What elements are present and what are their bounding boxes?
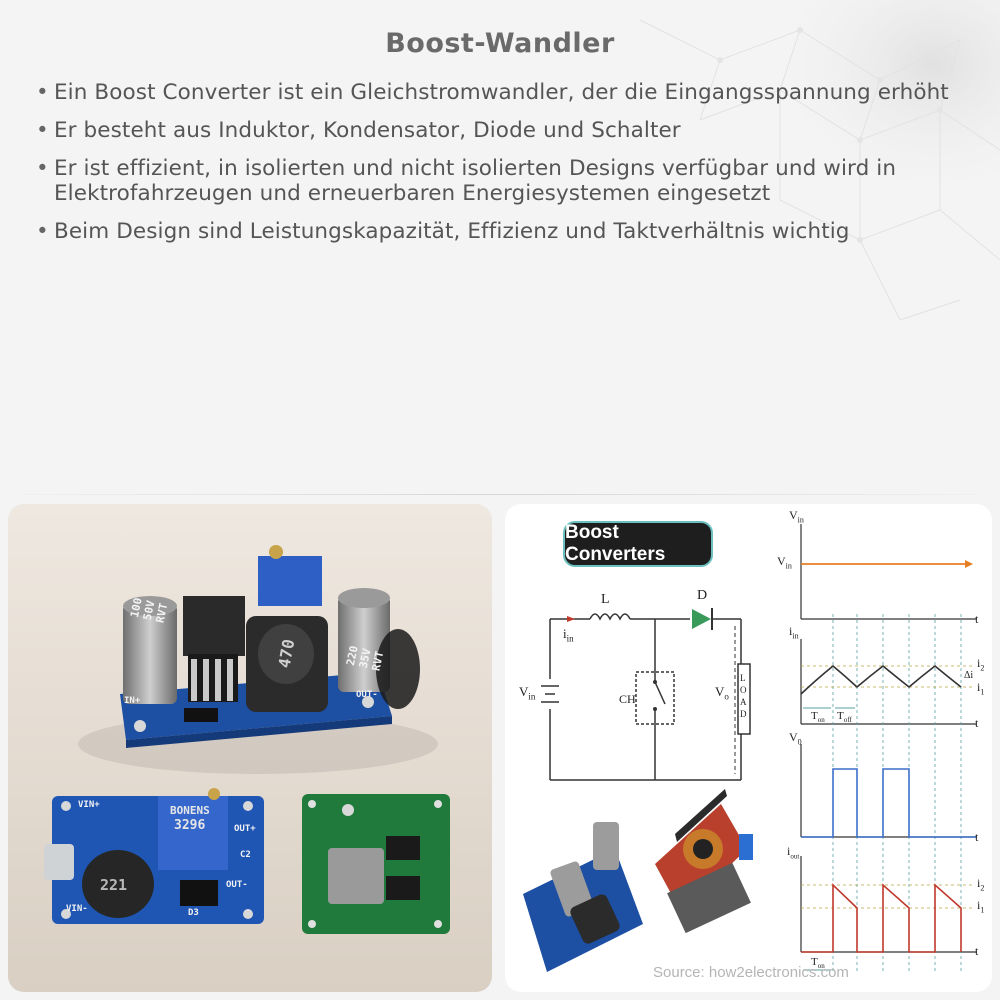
switch-label: CH bbox=[619, 692, 636, 706]
waveform-ylabel: iout bbox=[787, 844, 800, 861]
boards-illustration bbox=[8, 504, 492, 992]
time-axis-label: t bbox=[975, 944, 979, 958]
input-current-label: iin bbox=[563, 626, 574, 644]
pin-label: VIN+ bbox=[78, 800, 100, 810]
bullet-item: Ein Boost Converter ist ein Gleichstromw… bbox=[32, 80, 982, 105]
i2-label: i2 bbox=[977, 876, 985, 893]
waveform-ylabel: Vin bbox=[789, 508, 804, 525]
boost-converter-diagram: Boost Converters L D iin Vin CH Vo LOAD … bbox=[505, 504, 992, 992]
bullet-list: Ein Boost Converter ist ein Gleichstromw… bbox=[32, 80, 982, 257]
bullet-item: Beim Design sind Leistungskapazität, Eff… bbox=[32, 219, 982, 244]
waveform-ylabel: iin bbox=[789, 624, 799, 641]
time-axis-label: t bbox=[975, 716, 979, 730]
section-divider bbox=[25, 494, 975, 495]
source-credit: Source: how2electronics.com bbox=[653, 964, 849, 981]
bullet-item: Er besteht aus Induktor, Kondensator, Di… bbox=[32, 118, 982, 143]
inductor-label: L bbox=[601, 592, 610, 607]
time-axis-label: t bbox=[975, 612, 979, 626]
circuit-and-waveforms bbox=[523, 524, 977, 974]
output-voltage-label: Vo bbox=[715, 684, 729, 702]
ton-label: Ton bbox=[811, 710, 825, 725]
input-voltage-label: Vin bbox=[519, 684, 536, 702]
pin-label: C2 bbox=[240, 850, 251, 860]
pot-value-label: 3296 bbox=[174, 818, 206, 833]
i1-label: i1 bbox=[977, 898, 985, 915]
load-label: LOAD bbox=[740, 673, 747, 719]
pin-label: VIN- bbox=[66, 904, 88, 914]
pot-brand-label: BONENS bbox=[170, 804, 210, 817]
pin-label: OUT- bbox=[356, 690, 378, 700]
time-axis-label: t bbox=[975, 830, 979, 844]
pin-label: OUT- bbox=[226, 880, 248, 890]
ton-label: Ton bbox=[811, 956, 825, 971]
banner-title: Boost Converters bbox=[563, 521, 713, 567]
waveform-ylabel: V0 bbox=[789, 730, 802, 747]
pin-label: OUT+ bbox=[234, 824, 256, 834]
bullet-item: Er ist effizient, in isolierten und nich… bbox=[32, 156, 982, 206]
inductor-label: 221 bbox=[100, 876, 128, 894]
i1-label: i1 bbox=[977, 680, 985, 697]
i2-label: i2 bbox=[977, 656, 985, 673]
toff-label: Toff bbox=[837, 710, 852, 725]
slide-title: Boost-Wandler bbox=[385, 28, 615, 59]
boost-boards-photo: 100 50V RVT 220 35V RVT 470 BONENS 3296 … bbox=[8, 504, 492, 992]
waveform-axes bbox=[800, 524, 977, 953]
thumbnail-boards bbox=[523, 789, 753, 972]
pin-label: IN+ bbox=[124, 696, 141, 706]
delta-i-label: Δi bbox=[964, 670, 974, 681]
diode-label: D bbox=[697, 588, 708, 603]
waveform-level: Vin bbox=[777, 554, 792, 571]
pin-label: D3 bbox=[188, 908, 199, 918]
